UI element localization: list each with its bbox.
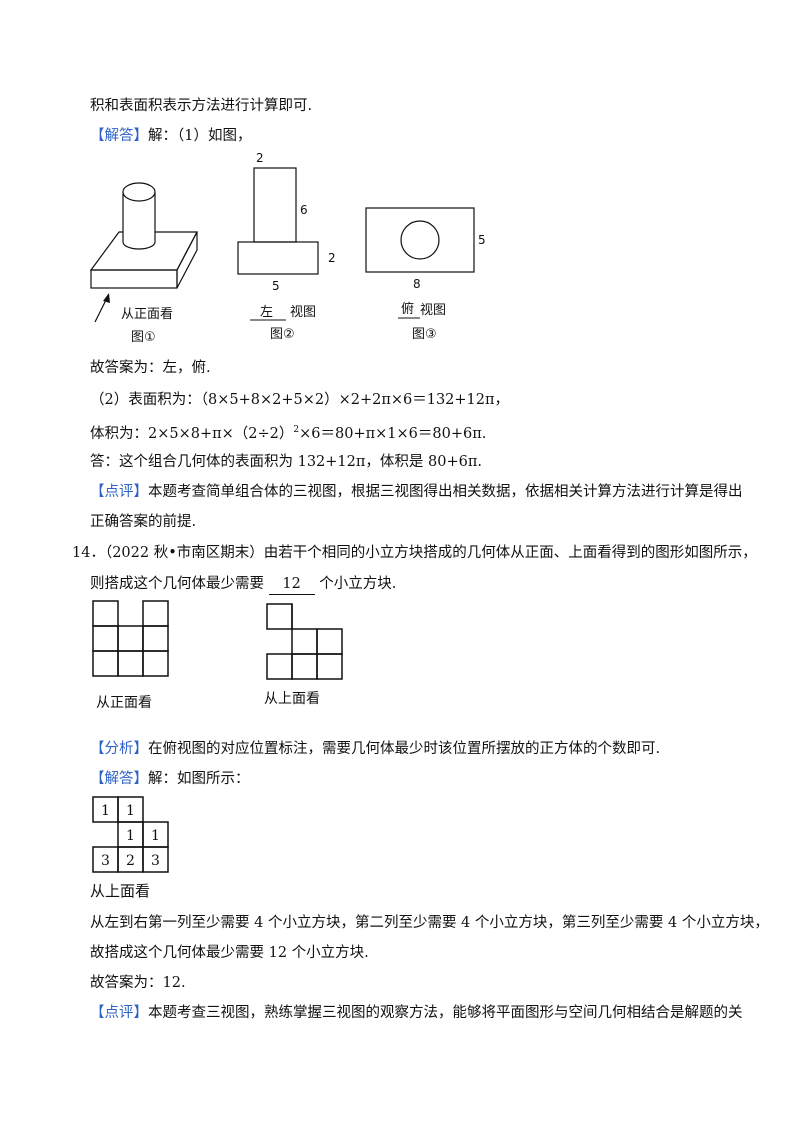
solid-figure: 从正面看 图① — [85, 170, 215, 345]
text-line: 【解答】解：如图所示： — [90, 771, 250, 787]
text-line: 积和表面积表示方法进行计算即可. — [90, 98, 313, 114]
front-caption: 从正面看 — [96, 695, 152, 711]
cell-number: 1 — [126, 828, 135, 844]
caption-view: 视图 — [420, 303, 446, 318]
comment-tag: 【点评】 — [90, 484, 148, 500]
cell-number: 3 — [151, 853, 160, 869]
text-line: 【分析】在俯视图的对应位置标注，需要几何体最少时该位置所摆放的正方体的个数即可. — [90, 741, 661, 757]
top-caption: 从上面看 — [264, 691, 320, 707]
text-line: 答：这个组合几何体的表面积为 132+12π，体积是 80+6π. — [90, 454, 482, 470]
dim-top: 2 — [256, 151, 264, 165]
question-14: 14．（2022 秋•市南区期末）由若干个相同的小立方块搭成的几何体从正面、上面… — [72, 545, 757, 561]
answer-top: 俯 — [401, 301, 414, 317]
front-view-grid — [92, 600, 172, 680]
text-line: 【点评】本题考查简单组合体的三视图，根据三视图得出相关数据，依据相关计算方法进行… — [90, 484, 743, 500]
solution-tag: 【解答】 — [90, 128, 148, 144]
caption-front-view: 从正面看 — [121, 306, 173, 322]
text-line: 【点评】本题考查三视图，熟练掌握三视图的观察方法，能够将平面图形与空间几何相结合… — [90, 1005, 743, 1021]
caption-figure-3: 图③ — [412, 327, 437, 342]
text-line: 则搭成这个几何体最少需要 12 个小立方块. — [90, 574, 396, 595]
analysis-tag: 【分析】 — [90, 741, 148, 757]
cell-number: 3 — [101, 853, 110, 869]
answer-left: 左 — [260, 305, 273, 320]
text-line: 故答案为：12. — [90, 975, 186, 991]
cell-number: 2 — [126, 853, 135, 869]
top-view-figure: 5 8 俯 视图 图③ — [360, 200, 500, 350]
cell-number: 1 — [151, 828, 160, 844]
dim-right-upper: 6 — [300, 203, 308, 217]
dim-right-lower: 2 — [328, 251, 336, 265]
top-view-grid — [266, 603, 346, 683]
cell-number: 1 — [126, 803, 135, 819]
comment-tag: 【点评】 — [90, 1005, 148, 1021]
caption-figure-2: 图② — [270, 327, 295, 342]
caption-figure-1: 图① — [131, 330, 156, 345]
numbered-grid: 1 1 1 1 3 2 3 — [92, 796, 172, 876]
dim-bottom: 5 — [272, 279, 280, 293]
answer-blank: 12 — [268, 574, 315, 595]
text-line: 故搭成这个几何体最少需要 12 个小立方块. — [90, 945, 369, 961]
text-line: 故答案为：左，俯. — [90, 360, 211, 376]
text-line: 正确答案的前提. — [90, 514, 197, 530]
text-line: 从左到右第一列至少需要 4 个小立方块，第二列至少需要 4 个小立方块，第三列至… — [90, 915, 769, 931]
left-view-figure: 2 6 2 5 左 视图 图② — [230, 148, 350, 348]
caption-view: 视图 — [290, 305, 316, 320]
text-line: （2）表面积为：（8×5+8×2+5×2）×2+2π×6＝132+12π， — [90, 392, 510, 408]
cell-number: 1 — [101, 803, 110, 819]
solution-tag: 【解答】 — [90, 771, 148, 787]
text-line: 体积为：2×5×8+π×（2÷2）2×6＝80+π×1×6＝80+6π. — [90, 425, 487, 442]
text-line: 【解答】解：（1）如图， — [90, 128, 252, 144]
dim-right: 5 — [478, 233, 486, 247]
dim-bottom: 8 — [413, 277, 421, 291]
grid-caption: 从上面看 — [90, 882, 151, 900]
